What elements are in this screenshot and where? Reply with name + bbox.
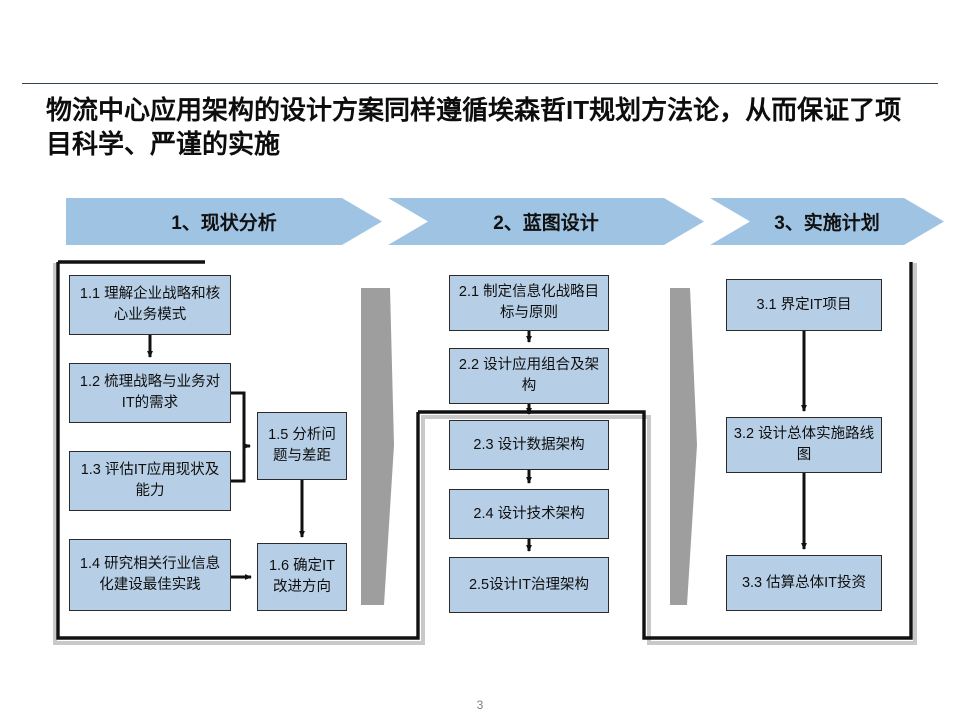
phase-chevron-3-label: 3、实施计划 <box>774 213 880 234</box>
process-box-3-1[interactable]: 3.1 界定IT项目 <box>726 279 882 331</box>
page-title: 物流中心应用架构的设计方案同样遵循埃森哲IT规划方法论，从而保证了项目科学、严谨… <box>46 95 902 159</box>
process-box-1-5[interactable]: 1.5 分析问题与差距 <box>257 412 347 480</box>
phase-divider-2 <box>670 288 697 605</box>
phase-divider-1 <box>361 288 394 605</box>
phase-chevron-1[interactable]: 1、现状分析 <box>66 198 382 245</box>
phase-banner: 1、现状分析 2、蓝图设计 3、实施计划 <box>66 198 944 245</box>
process-box-1-4[interactable]: 1.4 研究相关行业信息化建设最佳实践 <box>69 539 231 611</box>
process-box-3-3[interactable]: 3.3 估算总体IT投资 <box>726 555 882 611</box>
phase-chevron-3[interactable]: 3、实施计划 <box>710 198 944 245</box>
arrow-1-2-to-1-5 <box>231 391 251 449</box>
process-box-1-1[interactable]: 1.1 理解企业战略和核心业务模式 <box>69 275 231 335</box>
process-box-2-3[interactable]: 2.3 设计数据架构 <box>449 420 609 470</box>
process-box-2-4[interactable]: 2.4 设计技术架构 <box>449 489 609 539</box>
process-box-2-1[interactable]: 2.1 制定信息化战略目标与原则 <box>449 275 609 331</box>
header-divider-rule <box>22 83 938 84</box>
process-box-1-2[interactable]: 1.2 梳理战略与业务对IT的需求 <box>69 363 231 423</box>
process-box-3-2[interactable]: 3.2 设计总体实施路线图 <box>726 417 882 473</box>
process-box-1-6[interactable]: 1.6 确定IT改进方向 <box>257 543 347 611</box>
phase-chevron-2[interactable]: 2、蓝图设计 <box>388 198 704 245</box>
page-number: 3 <box>476 698 484 712</box>
arrow-1-3-to-1-5 <box>231 444 250 483</box>
process-box-2-5[interactable]: 2.5设计IT治理架构 <box>449 557 609 613</box>
process-box-1-3[interactable]: 1.3 评估IT应用现状及能力 <box>69 451 231 511</box>
phase-chevron-1-label: 1、现状分析 <box>171 213 277 234</box>
phase-chevron-2-label: 2、蓝图设计 <box>493 213 599 234</box>
process-box-2-2[interactable]: 2.2 设计应用组合及架构 <box>449 348 609 404</box>
